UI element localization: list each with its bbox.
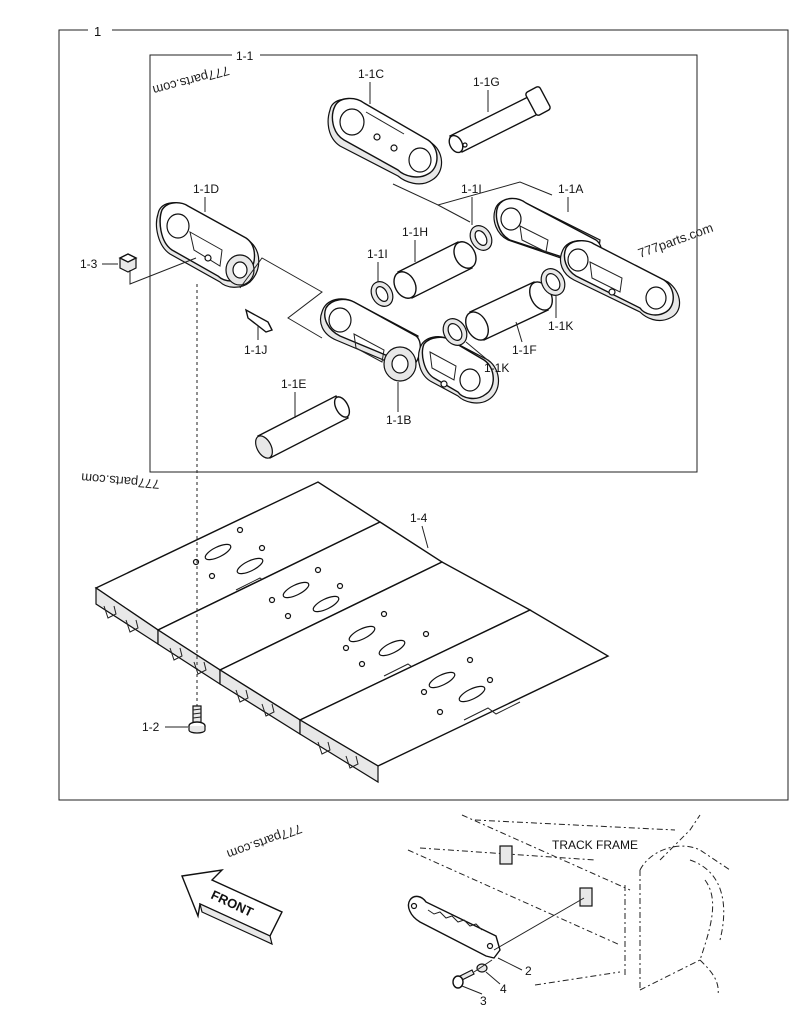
callout-washer-4: 4 <box>500 982 507 996</box>
track-frame-label: TRACK FRAME <box>552 838 638 852</box>
track-shoe-4 <box>94 481 610 784</box>
callout-shoe-4: 1-4 <box>410 511 428 525</box>
bolt-3 <box>452 969 475 989</box>
callout-pin-j: 1-1J <box>244 343 267 357</box>
seal-k-right <box>540 268 566 296</box>
callout-seal-k-mid: 1-1K <box>484 361 509 375</box>
callout-nut-3: 1-3 <box>80 257 98 271</box>
leader-bushing-f <box>515 321 523 343</box>
watermark-bottom: 777parts.com <box>225 821 304 862</box>
sub-assembly-frame <box>149 54 698 473</box>
leader-guard-2 <box>497 957 523 971</box>
pin-j <box>244 308 273 333</box>
callout-bushing-f: 1-1F <box>512 343 537 357</box>
track-frame <box>407 814 731 996</box>
assembly-frame <box>58 29 789 801</box>
callout-pin-g: 1-1G <box>473 75 500 89</box>
leader-seal-k-mid <box>465 341 491 363</box>
washer-4 <box>476 963 488 973</box>
front-direction-arrow: FRONT <box>181 868 283 946</box>
callout-seal-i-left: 1-1I <box>367 247 388 261</box>
pin-e <box>255 395 351 459</box>
seal-i-left <box>370 281 394 307</box>
bushing-f <box>465 281 553 341</box>
link-c <box>327 97 443 185</box>
leader-bolt-3 <box>461 985 483 995</box>
seal-i-top <box>469 225 493 251</box>
guard-2 <box>407 895 501 959</box>
assembly-guide-upper <box>392 181 553 206</box>
assembly-guide-upper-2 <box>437 204 471 223</box>
callout-seal-i-top: 1-1I <box>461 182 482 196</box>
leader-shoe-4 <box>421 525 429 549</box>
callout-assembly: 1 <box>94 24 101 39</box>
bushing-h <box>393 241 477 299</box>
leader-nut-3-to-link <box>129 257 197 285</box>
assembly-guide-lower <box>239 257 323 339</box>
callout-seal-k-right: 1-1K <box>548 319 573 333</box>
watermark-top: 777parts.com <box>151 63 231 98</box>
callout-bolt-2: 1-2 <box>142 720 160 734</box>
callout-pin-e: 1-1E <box>281 377 306 391</box>
seal-k-mid <box>442 318 468 346</box>
callout-sub-assembly: 1-1 <box>236 49 254 63</box>
watermark-left: 777parts.com <box>80 470 160 492</box>
pin-g <box>448 86 551 154</box>
watermark-right: 777parts.com <box>636 220 715 261</box>
callout-link-d: 1-1D <box>193 182 219 196</box>
callout-link-b: 1-1B <box>386 413 411 427</box>
bolt-1-2 <box>188 705 206 734</box>
callout-link-a: 1-1A <box>558 182 583 196</box>
guard-guide-line <box>493 897 585 951</box>
leader-washer-4 <box>485 971 501 985</box>
link-d <box>155 202 260 288</box>
callout-bushing-h: 1-1H <box>402 225 428 239</box>
link-b <box>319 298 500 404</box>
bolt-guide-line-2 <box>473 959 493 973</box>
link-a <box>493 197 681 322</box>
nut-3 <box>118 253 138 273</box>
callout-bolt-3: 3 <box>480 994 487 1008</box>
callout-guard-2: 2 <box>525 964 532 978</box>
callout-link-c: 1-1C <box>358 67 384 81</box>
